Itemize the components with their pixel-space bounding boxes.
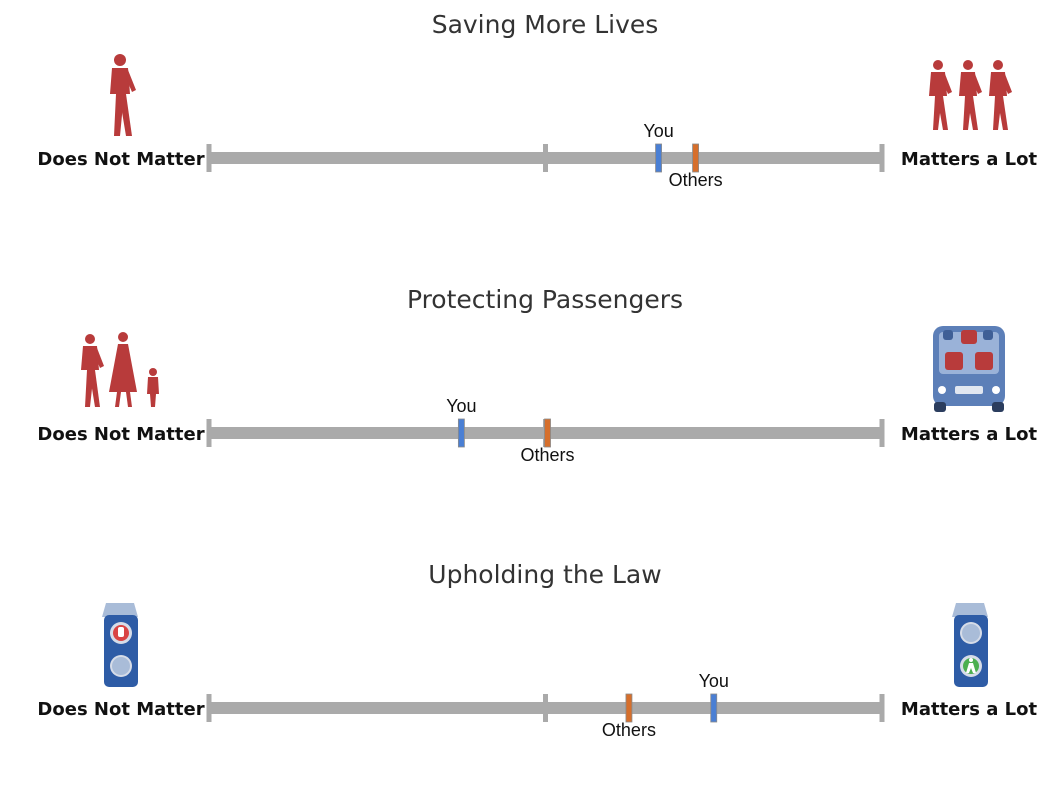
row-2-you-label: You [446, 396, 476, 416]
row-3-left-label: Does Not Matter [37, 699, 204, 720]
row-3-scale-tick-middle [543, 694, 548, 722]
pedestrian-family-icon [81, 332, 159, 407]
row-3-you-marker [710, 693, 718, 723]
row-3-right-label: Matters a Lot [901, 699, 1038, 720]
single-pedestrian-icon [110, 54, 136, 136]
row-3-others-label: Others [602, 720, 656, 740]
row-2-you-marker [457, 418, 465, 448]
row-2-others-label: Others [521, 445, 575, 465]
row-2-scale-tick-start [206, 419, 212, 447]
row-1-title: Saving More Lives [432, 10, 659, 39]
row-3-title: Upholding the Law [428, 560, 661, 589]
row-2-right-label: Matters a Lot [901, 424, 1038, 445]
row-1-scale-tick-start [206, 144, 212, 172]
passenger-car-icon [933, 326, 1005, 412]
row-3-you-label: You [699, 671, 729, 691]
row-2-scale-tick-end [879, 419, 885, 447]
row-1-others-label: Others [669, 170, 723, 190]
row-1-left-label: Does Not Matter [37, 149, 204, 170]
green-walk-light-icon [952, 603, 988, 687]
row-3-others-marker [625, 693, 633, 723]
row-1-you-label: You [643, 121, 673, 141]
row-1-you-marker [655, 143, 662, 173]
row-3-scale-tick-start [206, 694, 212, 722]
row-3-scale-tick-end [879, 694, 885, 722]
row-2-title: Protecting Passengers [407, 285, 683, 314]
red-stop-light-icon [102, 603, 138, 687]
three-pedestrians-icon [929, 60, 1012, 130]
row-1-right-label: Matters a Lot [901, 149, 1038, 170]
row-1-scale-tick-end [879, 144, 885, 172]
row-2-left-label: Does Not Matter [37, 424, 204, 445]
row-1-scale-tick-middle [543, 144, 548, 172]
row-2-others-marker [544, 418, 551, 448]
row-1-others-marker [692, 143, 699, 173]
